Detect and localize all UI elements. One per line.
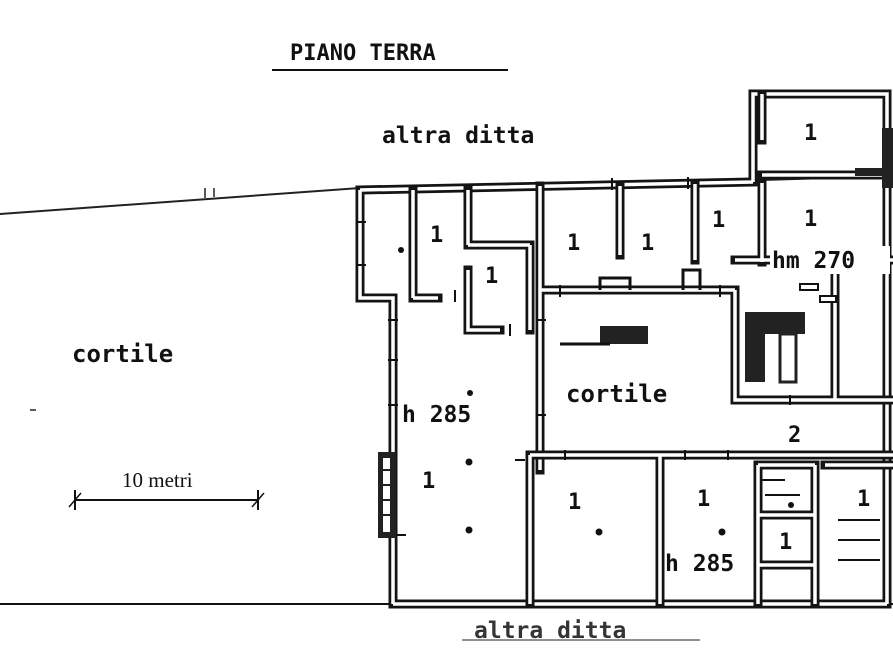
courtyard-inner-label: cortile: [566, 380, 667, 408]
room-number: 1: [697, 487, 710, 512]
room-number: 1: [567, 231, 580, 256]
building-walls: [355, 89, 893, 609]
room-number: 1: [712, 208, 725, 233]
height-label-bottom: h 285: [665, 551, 734, 577]
height-label-top-right: hm 270: [772, 248, 855, 274]
room-number: 1: [568, 490, 581, 515]
plan-title: PIANO TERRA: [290, 41, 436, 66]
room-number: 1: [485, 264, 498, 289]
neighbor-bottom-label: altra ditta: [474, 618, 626, 644]
courtyard-left-label: cortile: [72, 340, 173, 368]
neighbor-top-label: altra ditta: [382, 123, 534, 149]
room-number: 1: [430, 223, 443, 248]
pillars: [398, 247, 794, 536]
scale-label: 10 metri: [122, 468, 193, 492]
room-number: 1: [641, 231, 654, 256]
room-number: 1: [422, 469, 435, 494]
height-label-left: h 285: [402, 402, 471, 428]
room-number: 1: [804, 207, 817, 232]
room-number: 1: [804, 121, 817, 146]
stair-number: 2: [788, 423, 801, 448]
room-number: 1: [779, 530, 792, 555]
room-number: 1: [857, 487, 870, 512]
room-numbers: 1 1 1 1 1 1 1 1 1 1 1 1 2: [422, 121, 870, 555]
scale-bar: [68, 490, 265, 510]
